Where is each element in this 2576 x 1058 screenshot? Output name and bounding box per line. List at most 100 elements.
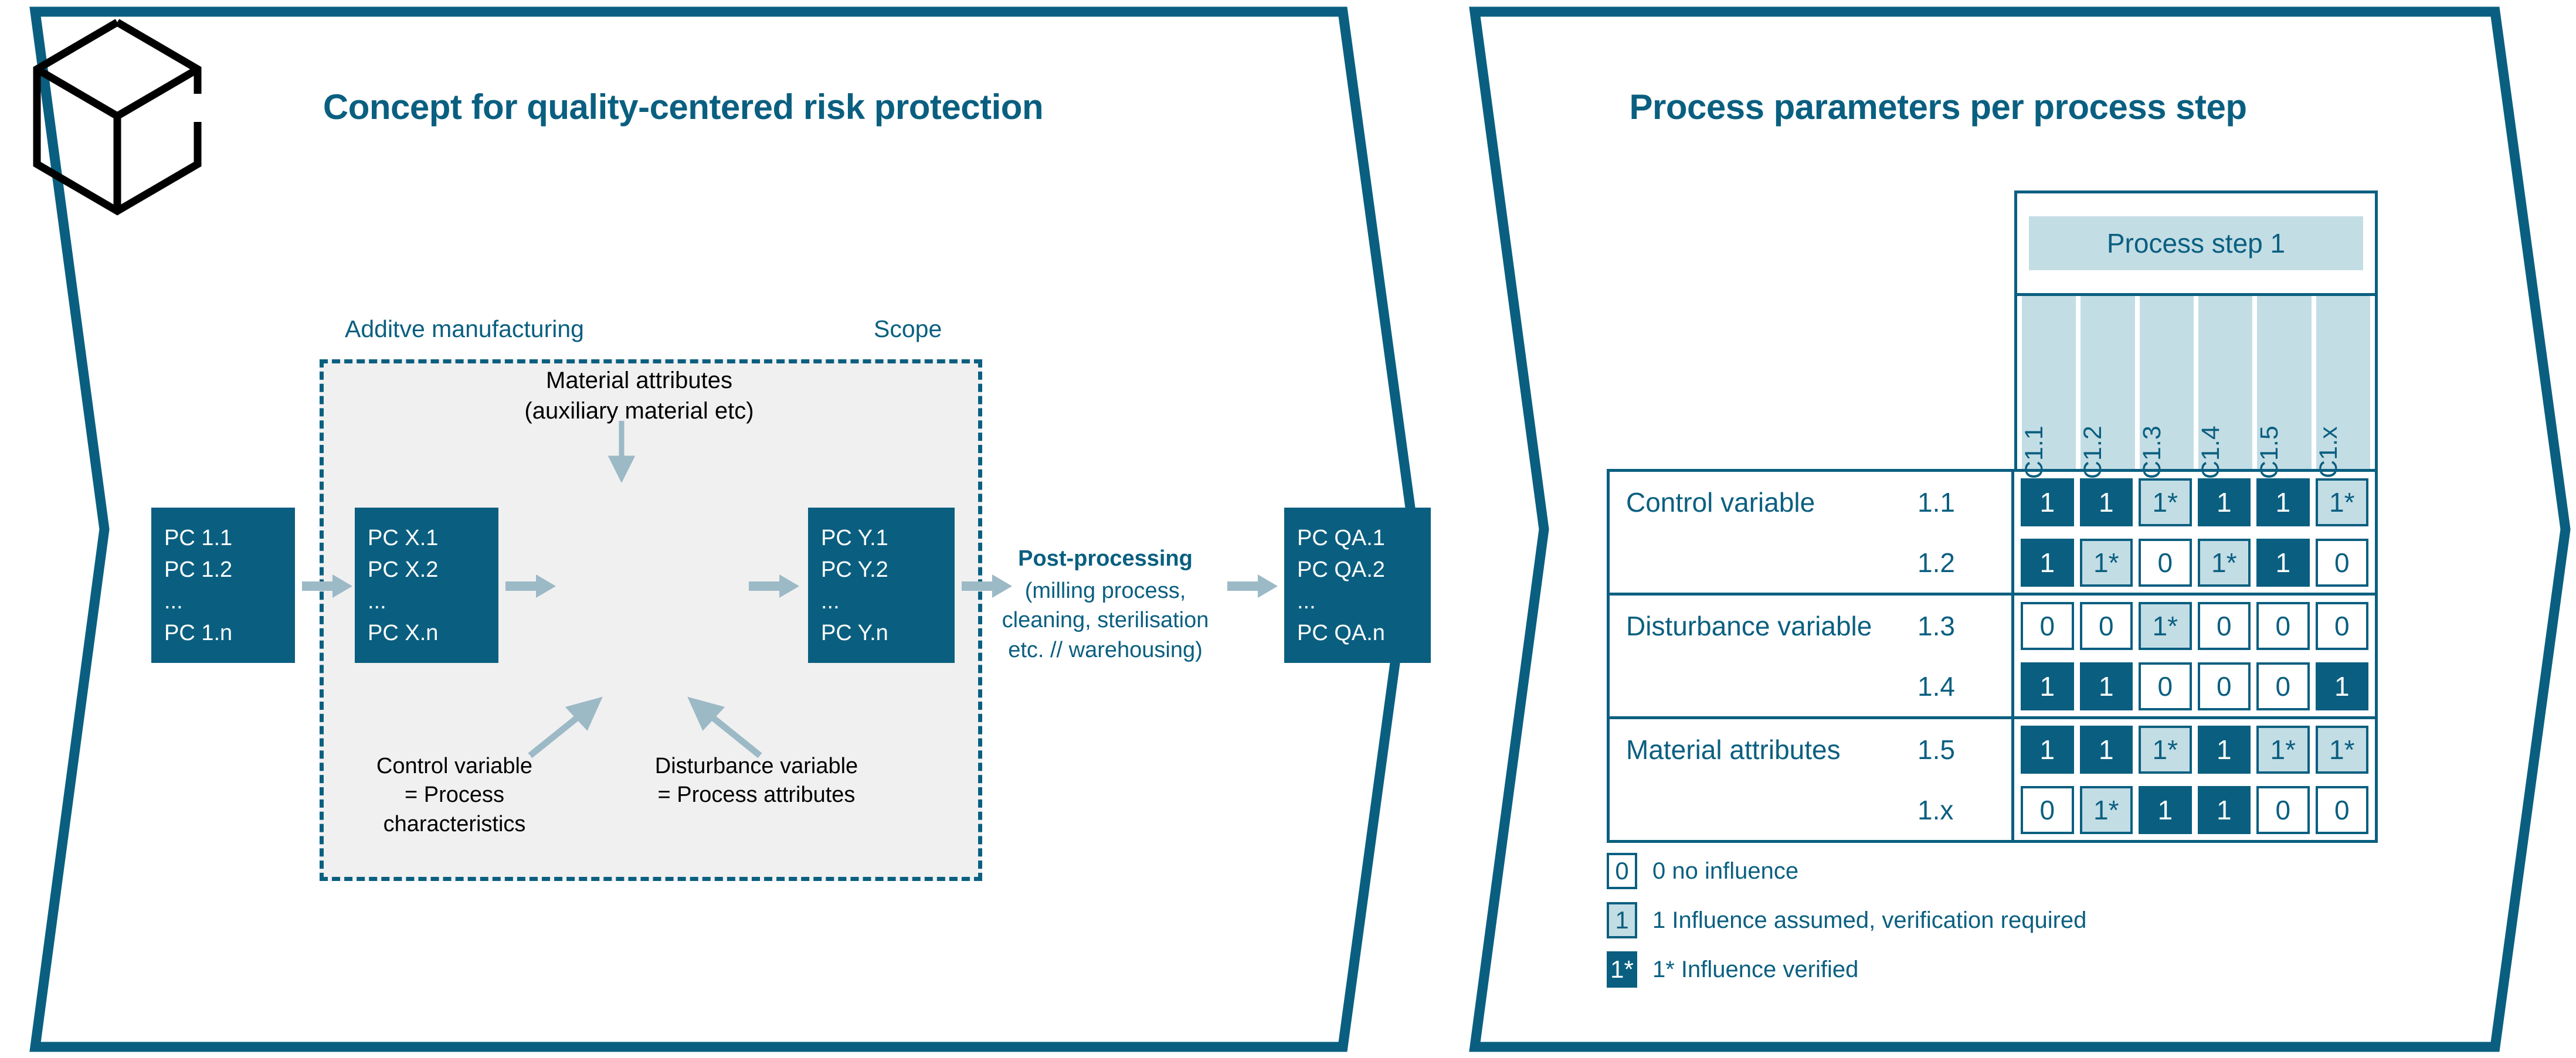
matrix-cell[interactable]: 1	[2021, 538, 2074, 587]
isometric-cube-icon	[33, 19, 202, 216]
matrix-cell[interactable]: 1	[2256, 478, 2310, 526]
matrix-cell[interactable]: 0	[2256, 601, 2310, 650]
legend-item: 0 0 no influence	[1607, 853, 2086, 889]
matrix-cell[interactable]: 1	[2021, 662, 2074, 710]
matrix-cell[interactable]: 1*	[2079, 785, 2133, 834]
legend-swatch: 1	[1607, 902, 1637, 938]
matrix-column-header-1: PC1.1	[2020, 296, 2076, 496]
process-step-header: Process step 1	[2014, 190, 2378, 293]
matrix-cell[interactable]: 0	[2256, 785, 2310, 834]
legend: 0 0 no influence 1 1 Influence assumed, ver…	[1607, 853, 2086, 1001]
legend-label: 0 no influence	[1652, 858, 1799, 884]
matrix-cell[interactable]: 1*	[2197, 538, 2251, 587]
matrix-cell[interactable]: 1	[2079, 662, 2133, 710]
matrix-column-header-4: PC1.4	[2197, 296, 2253, 496]
flow-arrow-2	[505, 574, 556, 598]
matrix-row-number: 1.2	[1917, 547, 1955, 578]
post-processing-heading: Post-processing	[1018, 546, 1193, 571]
matrix-cell[interactable]: 0	[2021, 601, 2074, 650]
material-attributes-arrow	[607, 421, 636, 484]
legend-swatch: 0	[1607, 853, 1637, 889]
matrix-row-number: 1.3	[1917, 610, 1955, 641]
matrix-cell[interactable]: 0	[2315, 538, 2368, 587]
matrix-column-header-2: PC1.2	[2079, 296, 2135, 496]
matrix-cell[interactable]: 0	[2021, 785, 2074, 834]
matrix-row-group-label: Disturbance variable	[1626, 610, 1872, 641]
disturbance-variable-pointer-arrow	[687, 696, 762, 758]
matrix-row-number: 1.5	[1917, 734, 1955, 765]
scope-label-additive-manufacturing: Additve manufacturing	[345, 315, 584, 342]
left-panel-title: Concept for quality-centered risk protec…	[323, 87, 1044, 127]
matrix-cell[interactable]: 0	[2079, 601, 2133, 650]
matrix-cell[interactable]: 1*	[2315, 478, 2368, 526]
process-step-header-label: Process step 1	[2029, 216, 2363, 270]
legend-swatch: 1*	[1607, 951, 1637, 988]
pc-box-pc-1: PC 1.1 PC 1.2 ... PC 1.n	[151, 508, 295, 663]
scope-label-scope: Scope	[874, 315, 942, 342]
pc-box-pc-x: PC X.1 PC X.2 ... PC X.n	[355, 508, 498, 663]
matrix-cell[interactable]: 0	[2256, 662, 2310, 710]
flow-arrow-1	[302, 574, 352, 598]
matrix-cell[interactable]: 1*	[2315, 725, 2368, 774]
matrix-cell[interactable]: 1*	[2139, 601, 2192, 650]
matrix-cell[interactable]: 0	[2315, 601, 2368, 650]
matrix-cell[interactable]: 0	[2139, 538, 2192, 587]
matrix-cell[interactable]: 0	[2315, 785, 2368, 834]
matrix-cell[interactable]: 1*	[2256, 725, 2310, 774]
matrix-cell[interactable]: 1*	[2079, 538, 2133, 587]
matrix-column-header-5: PC1.5	[2255, 296, 2312, 496]
legend-item: 1* 1* Influence verified	[1607, 951, 2086, 988]
matrix-cell[interactable]: 1	[2197, 478, 2251, 526]
right-panel: Process parameters per process step	[1440, 5, 2571, 1054]
caption-disturbance-variable: Disturbance variable = Process attribute…	[654, 754, 858, 808]
matrix-cell[interactable]: 0	[2139, 662, 2192, 710]
material-attributes-label: Material attributes (auxiliary material …	[524, 368, 754, 424]
left-panel: Concept for quality-centered risk protec…	[0, 5, 1431, 1054]
matrix-cell[interactable]: 1	[2079, 478, 2133, 526]
matrix-column-header-3: PC1.3	[2138, 296, 2194, 496]
right-panel-title: Process parameters per process step	[1629, 87, 2247, 127]
matrix-cell[interactable]: 0	[2197, 662, 2251, 710]
matrix-cell[interactable]: 1	[2021, 725, 2074, 774]
matrix-cell[interactable]: 0	[2197, 601, 2251, 650]
matrix-cell[interactable]: 1	[2079, 725, 2133, 774]
post-processing-detail: (milling process, cleaning, sterilisatio…	[1002, 578, 1209, 662]
legend-item: 1 1 Influence assumed, verification requi…	[1607, 902, 2086, 938]
matrix-cell[interactable]: 1*	[2139, 478, 2192, 526]
matrix-cell[interactable]: 1	[2021, 478, 2074, 526]
matrix-row-number: 1.4	[1917, 671, 1955, 702]
flow-arrow-5	[1227, 574, 1278, 598]
flow-arrow-4	[962, 574, 1012, 598]
matrix-cell[interactable]: 1	[2197, 785, 2251, 834]
flow-arrow-3	[749, 574, 799, 598]
control-variable-pointer-arrow	[528, 696, 603, 758]
post-processing-block: Post-processing (milling process, cleani…	[991, 544, 1220, 665]
matrix-cell[interactable]: 1	[2139, 785, 2192, 834]
matrix-cell[interactable]: 1	[2256, 538, 2310, 587]
right-panel-chevron-outline	[1469, 6, 2571, 1052]
matrix-cell[interactable]: 1	[2197, 725, 2251, 774]
matrix-column-header-6: PC1.x	[2314, 296, 2370, 495]
matrix-cell[interactable]: 1	[2315, 662, 2368, 710]
matrix-cell[interactable]: 1*	[2139, 725, 2192, 774]
legend-label: 1* Influence verified	[1652, 956, 1859, 982]
matrix-row-group-label: Control variable	[1626, 487, 1815, 518]
matrix-row-group-label: Material attributes	[1626, 734, 1841, 765]
legend-label: 1 Influence assumed, verification requir…	[1652, 907, 2087, 933]
matrix-row-number: 1.x	[1917, 794, 1954, 825]
